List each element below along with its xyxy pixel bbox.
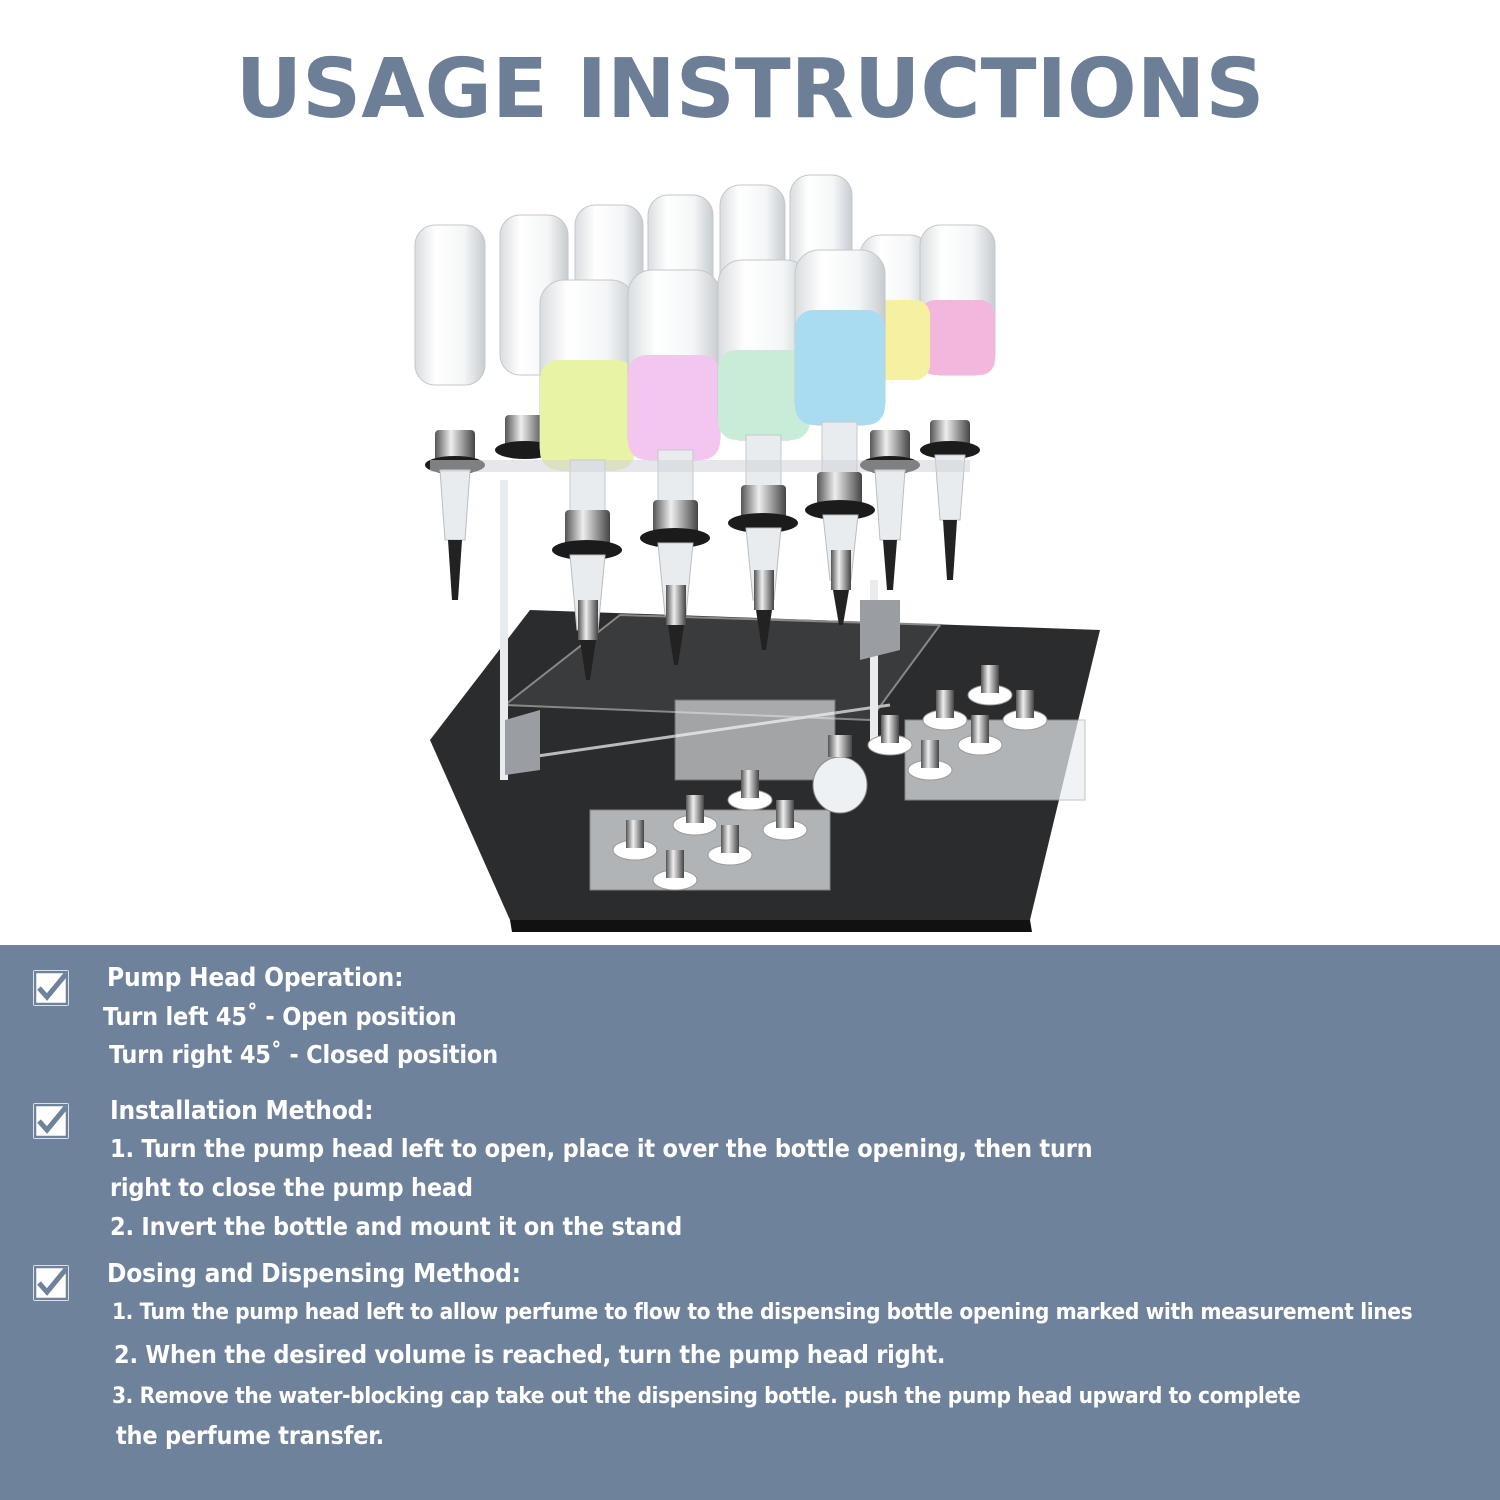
instruction-line: 1. Tum the pump head left to allow perfu… <box>112 1299 1413 1325</box>
instruction-line: right to close the pump head <box>110 1173 473 1202</box>
instruction-line: 3. Remove the water-blocking cap take ou… <box>112 1383 1301 1409</box>
page-title: USAGE INSTRUCTIONS <box>235 42 1265 137</box>
instructions-panel: Pump Head Operation: Turn left 45˚ - Ope… <box>0 945 1500 1500</box>
instruction-line: the perfume transfer. <box>116 1421 384 1450</box>
section-heading: Pump Head Operation: <box>107 963 404 993</box>
instruction-line: 1. Turn the pump head left to open, plac… <box>110 1134 1093 1163</box>
section-heading: Dosing and Dispensing Method: <box>107 1259 521 1289</box>
instruction-line: 2. When the desired volume is reached, t… <box>114 1340 946 1369</box>
perfume-dispenser-stand-illustration <box>414 174 1100 932</box>
checkbox-checked-icon <box>33 1265 69 1301</box>
section-heading: Installation Method: <box>110 1096 374 1126</box>
checkbox-checked-icon <box>33 970 69 1006</box>
instruction-line: Turn right 45˚ - Closed position <box>109 1040 498 1069</box>
instruction-line: Turn left 45˚ - Open position <box>103 1002 457 1031</box>
instruction-line: 2. Invert the bottle and mount it on the… <box>110 1212 682 1241</box>
checkbox-checked-icon <box>33 1103 69 1139</box>
